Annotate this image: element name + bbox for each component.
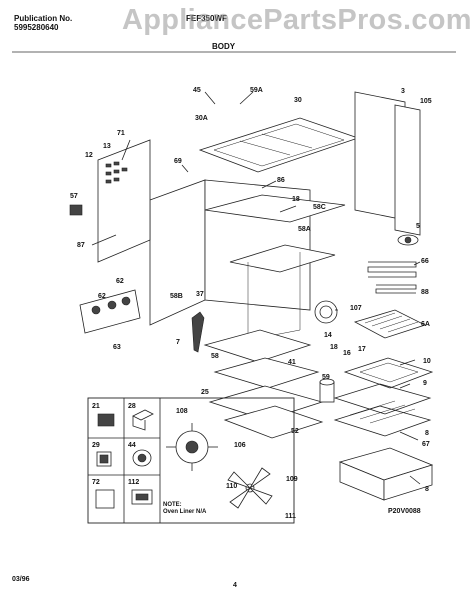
inset-part-112: [131, 489, 153, 505]
cylinder-59: [319, 378, 335, 403]
callout-41: 41: [288, 359, 296, 366]
inset-part-29: [96, 451, 112, 467]
callout-110: 110: [226, 483, 238, 490]
bake-element: [367, 261, 417, 294]
callout-44: 44: [128, 442, 136, 449]
callout-63: 63: [113, 344, 121, 351]
callout-58b: 58B: [170, 293, 183, 300]
back-panel: [354, 91, 421, 236]
callout-28: 28: [128, 403, 136, 410]
callout-59a: 59A: [250, 87, 263, 94]
callout-109: 109: [286, 476, 298, 483]
watermark: AppliancePartsPros.com: [122, 4, 470, 36]
callout-58a: 58A: [298, 226, 311, 233]
inset-part-28: [132, 409, 154, 431]
fan-blade: [227, 467, 273, 509]
callout-88: 88: [421, 289, 429, 296]
callout-3: 3: [401, 88, 405, 95]
callout-37: 37: [196, 291, 204, 298]
callout-10: 10: [423, 358, 431, 365]
model-number: FEF350WF: [186, 14, 227, 23]
callout-21: 21: [92, 403, 100, 410]
note-text: Oven Liner N/A: [163, 509, 207, 515]
callout-62-lower: 62: [98, 293, 106, 300]
storage-drawer: [338, 447, 434, 501]
inset-box: [87, 397, 295, 524]
tag-57: [69, 204, 83, 216]
broiler-grid-6a: [353, 309, 427, 339]
callout-8-upper: 8: [425, 430, 429, 437]
callout-86: 86: [277, 177, 285, 184]
callout-59: 59: [322, 374, 330, 381]
publication-number: 5995280640: [14, 23, 59, 32]
inset-part-21: [97, 413, 115, 427]
callout-6a: 6A: [421, 321, 430, 328]
figure-code: P20V0088: [388, 508, 421, 515]
callout-67: 67: [422, 441, 430, 448]
oven-body: [149, 179, 346, 341]
inset-part-72: [95, 489, 115, 509]
callout-107: 107: [350, 305, 362, 312]
callout-72: 72: [92, 479, 100, 486]
callout-58c: 58C: [313, 204, 326, 211]
callout-87: 87: [77, 242, 85, 249]
inset-part-44: [132, 449, 152, 467]
callout-71: 71: [117, 130, 125, 137]
publication-label: Publication No.: [14, 14, 73, 23]
callout-25: 25: [201, 389, 209, 396]
oven-rack: [333, 383, 432, 437]
callout-66: 66: [421, 258, 429, 265]
callout-30: 30: [294, 97, 302, 104]
callout-7: 7: [176, 339, 180, 346]
callout-45: 45: [193, 87, 201, 94]
callout-17: 17: [358, 346, 366, 353]
callout-111: 111: [285, 513, 296, 520]
callout-30a: 30A: [195, 115, 208, 122]
callout-18-lower: 18: [330, 344, 338, 351]
callout-69: 69: [174, 158, 182, 165]
callout-105: 105: [420, 98, 432, 105]
callout-14: 14: [324, 332, 332, 339]
bottom-panels: [203, 329, 324, 439]
note-heading: NOTE:: [163, 502, 182, 508]
callout-112: 112: [128, 479, 140, 486]
fan-assembly: [166, 423, 218, 471]
ring-107: [314, 300, 338, 324]
callout-62-upper: 62: [116, 278, 124, 285]
callout-13: 13: [103, 143, 111, 150]
callout-57: 57: [70, 193, 78, 200]
bracket-62: [79, 289, 141, 334]
callout-29: 29: [92, 442, 100, 449]
left-side-panel: [97, 139, 151, 263]
callout-52: 52: [291, 428, 299, 435]
callout-8-lower: 8: [425, 486, 429, 493]
callout-106: 106: [234, 442, 246, 449]
element-5: [397, 234, 419, 246]
callout-5: 5: [416, 223, 420, 230]
callout-16: 16: [343, 350, 351, 357]
broil-pan: [343, 357, 434, 389]
callout-108: 108: [176, 408, 188, 415]
leader-lines: [91, 91, 421, 485]
footer-page-number: 4: [233, 582, 237, 589]
section-title: BODY: [212, 42, 236, 51]
callout-18: 18: [292, 196, 300, 203]
callout-9: 9: [423, 380, 427, 387]
leveling-leg: [191, 311, 205, 353]
callout-58: 58: [211, 353, 219, 360]
inset-note: NOTE: Oven Liner N/A: [163, 502, 206, 516]
footer-date: 03/96: [12, 576, 30, 583]
callout-12: 12: [85, 152, 93, 159]
